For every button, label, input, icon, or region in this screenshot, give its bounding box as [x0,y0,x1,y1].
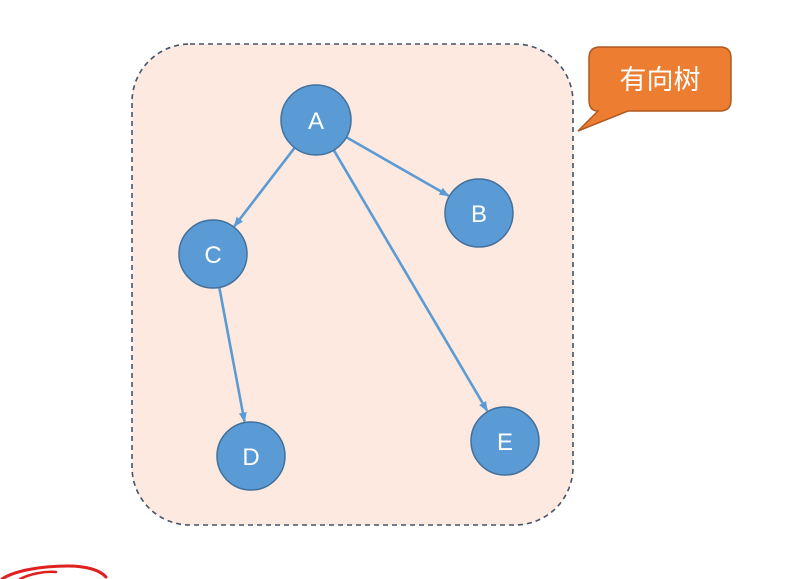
edges-group [218,136,489,423]
node-d: D [216,421,286,491]
edge-a-b [345,136,450,197]
red-annotation-scribble-tail [18,570,58,579]
node-e: E [470,406,540,476]
node-c: C [178,219,248,289]
node-b-label: B [471,201,487,228]
edge-c-d [218,287,247,423]
node-b: B [444,178,514,248]
red-annotation-scribble [0,564,108,579]
node-a-label: A [308,108,324,135]
callout-label: 有向树 [620,65,701,96]
callout-bubble: 有向树 [577,46,732,132]
edge-a-c [233,146,296,228]
node-e-label: E [497,429,513,456]
node-c-label: C [204,242,221,269]
edge-a-e [332,149,489,412]
node-d-label: D [242,444,259,471]
node-a: A [280,84,352,156]
